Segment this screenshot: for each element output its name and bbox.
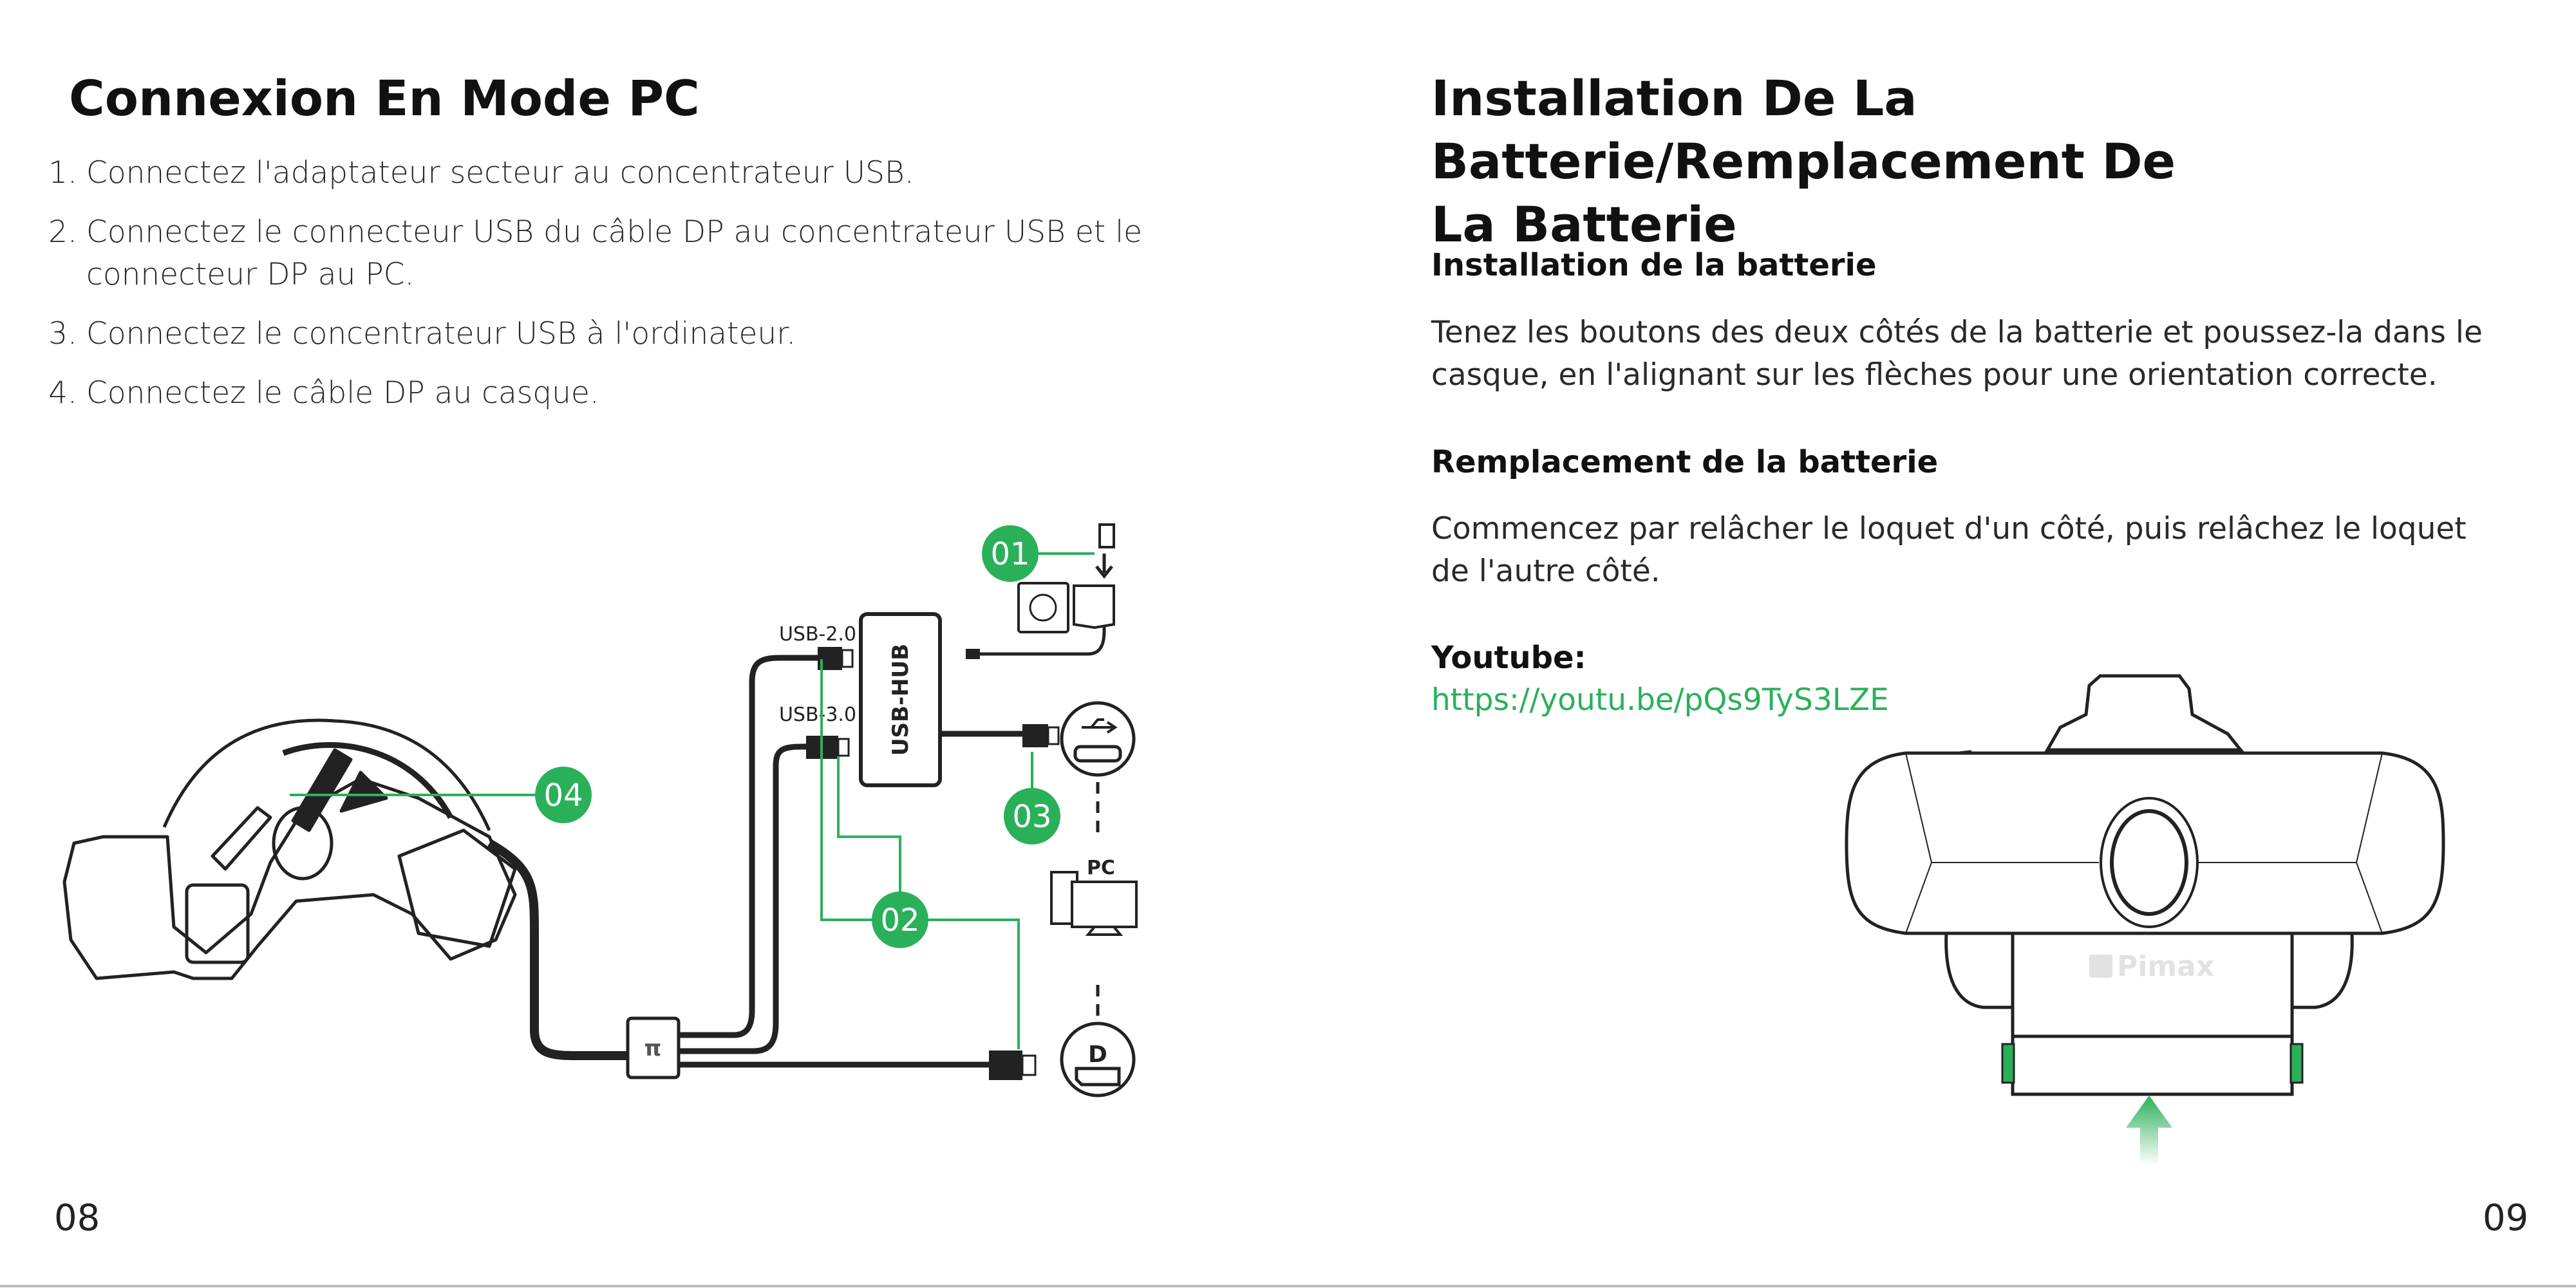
page-number-right: 09 xyxy=(2483,1197,2529,1239)
arrow-down-icon xyxy=(1095,554,1113,579)
headset-illustration xyxy=(62,718,517,980)
step-number: 1. xyxy=(48,155,77,191)
badge-03 xyxy=(1004,788,1060,845)
youtube-label: Youtube: xyxy=(1431,640,1586,676)
step-item: 3. Connectez le concentrateur USB à l'ord… xyxy=(32,313,1140,355)
svg-text:D: D xyxy=(1088,1041,1107,1068)
usb2-cable xyxy=(679,655,824,1038)
badge-04-label: 04 xyxy=(543,778,583,814)
arrow-up-icon xyxy=(2126,1096,2172,1165)
step-item: 4.Connectez le câble DP au casque. xyxy=(32,372,1140,415)
step-text: Connectez le câble DP au casque. xyxy=(86,375,599,411)
left-page-title: Connexion En Mode PC xyxy=(69,70,700,127)
step-text: Connectez le concentrateur USB à l'ordin… xyxy=(86,316,796,351)
plug-icon xyxy=(1098,523,1115,548)
page-number-left: 08 xyxy=(54,1197,100,1239)
badge-01-label: 01 xyxy=(990,536,1029,572)
right-latch-button xyxy=(2289,1043,2304,1084)
power-cable xyxy=(979,618,1106,656)
right-page-title: Installation De La Batterie/Remplacement… xyxy=(1431,67,2576,256)
replace-heading: Remplacement de la batterie xyxy=(1431,444,1939,480)
badge-01 xyxy=(982,525,1039,582)
wall-outlet-icon xyxy=(1017,582,1069,633)
pimax-logo-icon: π xyxy=(644,1036,662,1061)
step-number: 4. xyxy=(48,375,77,411)
step-number: 2. xyxy=(48,214,77,250)
usb3-cable xyxy=(679,743,824,1054)
pc-label: PC xyxy=(1087,857,1115,879)
usb2-label: USB-2.0 xyxy=(779,623,856,646)
pc-icon xyxy=(1050,871,1138,936)
step-text: Connectez le connecteur USB du câble DP … xyxy=(86,214,1143,292)
usb-port-icon xyxy=(1060,701,1136,777)
pimax-logo-text: Pimax xyxy=(2117,950,2214,983)
step-number: 3. xyxy=(48,316,77,351)
badge-02 xyxy=(872,891,928,948)
pimax-logo-icon xyxy=(2089,955,2112,978)
power-plug xyxy=(966,649,980,659)
usb-hub-label: USB-HUB xyxy=(888,644,914,756)
power-adapter-icon xyxy=(1073,584,1115,630)
headset-cable xyxy=(487,839,628,1060)
dp-connector xyxy=(989,1050,1022,1080)
install-text: Tenez les boutons des deux côtés de la b… xyxy=(1431,315,2483,393)
hub-usb-connector xyxy=(1022,724,1048,747)
title-line-1: Installation De La Batterie/Remplacement… xyxy=(1431,70,2176,190)
left-latch-button xyxy=(2001,1043,2015,1084)
install-heading: Installation de la batterie xyxy=(1431,247,1877,283)
title-line-2: La Batterie xyxy=(1431,196,1737,253)
battery-illustration xyxy=(1845,674,2445,1096)
usb3-label: USB-3.0 xyxy=(779,704,856,726)
youtube-link[interactable]: https://youtu.be/pQs9TyS3LZE xyxy=(1431,682,1889,718)
badge-04 xyxy=(535,767,592,823)
replace-text: Commencez par relâcher le loquet d'un cô… xyxy=(1431,511,2467,589)
step-text: Connectez l'adaptateur secteur au concen… xyxy=(86,155,914,191)
badge-03-label: 03 xyxy=(1012,799,1051,835)
splitter-box xyxy=(626,1016,681,1079)
badge-02-label: 02 xyxy=(880,902,919,938)
steps-list: 1.Connectez l'adaptateur secteur au conc… xyxy=(32,152,1142,415)
step-item: 1.Connectez l'adaptateur secteur au conc… xyxy=(32,152,1140,194)
usb-hub xyxy=(859,612,942,787)
step-item: 2.Connectez le connecteur USB du câble D… xyxy=(32,211,1181,296)
